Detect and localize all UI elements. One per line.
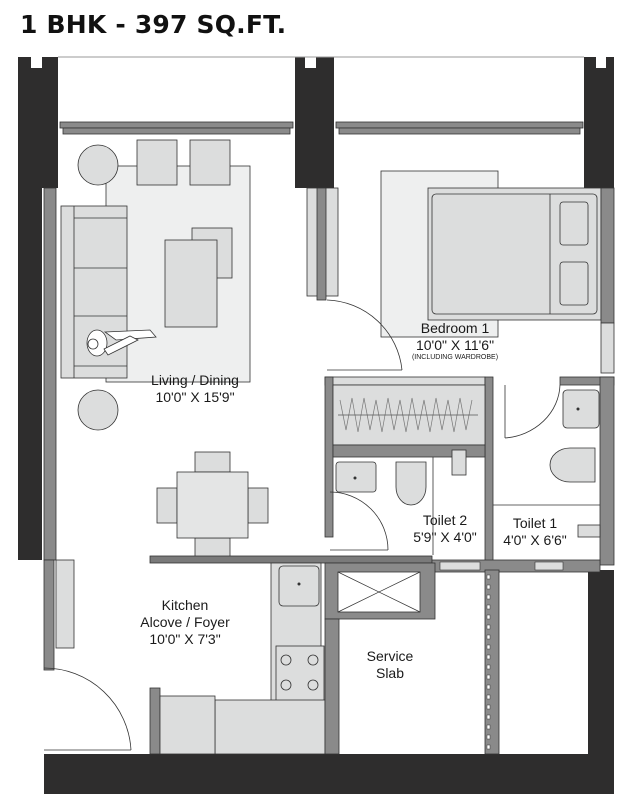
toilet1-label: Toilet 1 4'0" X 6'6" — [495, 515, 575, 549]
room-size: 10'0" X 11'6" — [415, 337, 495, 353]
room-name-line2: Slab — [375, 665, 405, 681]
bedroom-label: Bedroom 1 10'0" X 11'6" (INCLUDING WARDR… — [400, 320, 510, 362]
room-name-line1: Kitchen — [161, 597, 209, 613]
room-name: Bedroom 1 — [420, 320, 490, 336]
kitchen-label: Kitchen Alcove / Foyer 10'0" X 7'3" — [130, 597, 240, 648]
room-size: 5'9" X 4'0" — [413, 529, 477, 545]
room-size: 10'0" X 15'9" — [155, 389, 235, 405]
living-dining-label: Living / Dining 10'0" X 15'9" — [140, 372, 250, 406]
service-slab-label: Service Slab — [355, 648, 425, 682]
room-name-line1: Service — [366, 648, 414, 664]
window-living — [59, 121, 294, 135]
room-name: Living / Dining — [151, 372, 239, 388]
room-name: Toilet 1 — [512, 515, 558, 531]
toilet2-label: Toilet 2 5'9" X 4'0" — [400, 512, 490, 546]
plan-title: 1 BHK - 397 SQ.FT. — [20, 10, 287, 39]
outer-walls — [18, 57, 614, 794]
window-bedroom — [335, 121, 584, 135]
room-name: Toilet 2 — [422, 512, 468, 528]
room-size: 10'0" X 7'3" — [149, 631, 221, 647]
room-size: 4'0" X 6'6" — [503, 532, 567, 548]
person-figure — [86, 329, 157, 357]
room-note: (INCLUDING WARDROBE) — [411, 354, 499, 361]
room-name-line2: Alcove / Foyer — [140, 614, 230, 630]
